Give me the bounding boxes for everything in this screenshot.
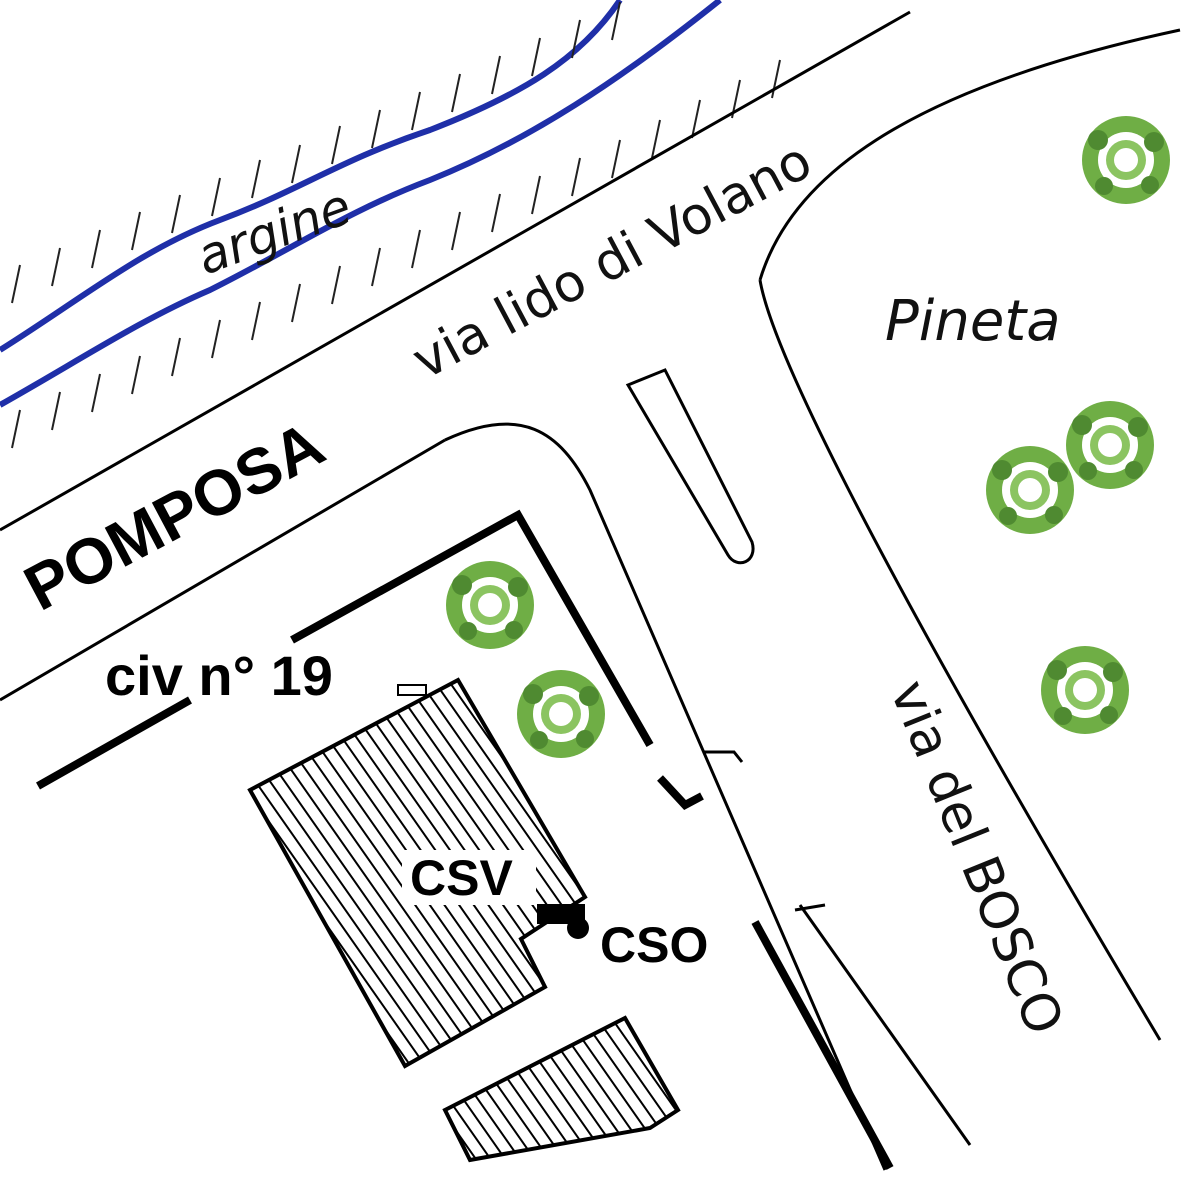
argine-label: argine <box>189 177 359 286</box>
tree-icon <box>1082 116 1170 204</box>
connection-point-icon <box>567 917 589 939</box>
traffic-island <box>625 368 755 565</box>
pomposa-label: POMPOSA <box>13 407 336 624</box>
via-lido-label: via lido di Volano <box>403 131 822 392</box>
tree-icon <box>446 561 534 649</box>
entrance-marker <box>397 684 427 696</box>
trees <box>446 116 1170 758</box>
roads <box>0 10 1181 1171</box>
tree-icon <box>986 446 1074 534</box>
via-del-bosco-label: via del BOSCO <box>878 672 1074 1043</box>
cso-label: CSO <box>600 917 708 973</box>
tree-icon <box>1066 401 1154 489</box>
civico-label: civ n° 19 <box>105 644 333 707</box>
pineta-label: Pineta <box>885 289 1061 354</box>
tree-icon <box>1041 646 1129 734</box>
tree-icon <box>517 670 605 758</box>
boundary-thin-lines <box>703 750 826 912</box>
embankment-area <box>0 0 781 449</box>
boundary-walls <box>36 509 894 1170</box>
csv-label: CSV <box>410 850 513 906</box>
secondary-building <box>442 1015 681 1163</box>
connection <box>537 904 589 939</box>
